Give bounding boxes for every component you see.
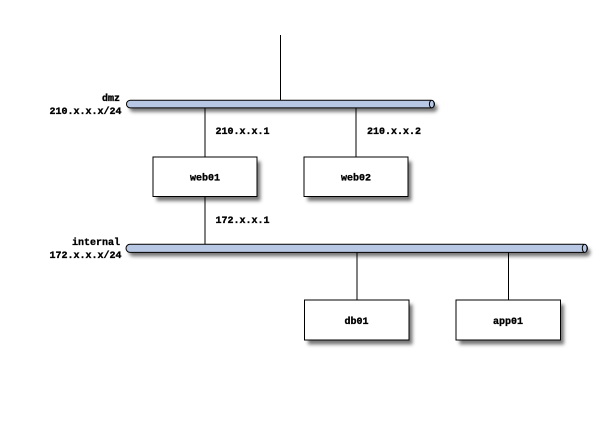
svg-text:app01: app01 bbox=[493, 317, 523, 328]
svg-text:172.x.x.1: 172.x.x.1 bbox=[216, 216, 270, 227]
svg-text:web01: web01 bbox=[190, 173, 220, 185]
svg-text:210.x.x.1: 210.x.x.1 bbox=[216, 127, 270, 138]
svg-text:dmz: dmz bbox=[102, 93, 120, 105]
svg-text:210.x.x.x/24: 210.x.x.x/24 bbox=[49, 106, 121, 118]
svg-text:internal: internal bbox=[72, 237, 120, 249]
svg-text:210.x.x.2: 210.x.x.2 bbox=[367, 127, 421, 138]
svg-text:db01: db01 bbox=[344, 316, 368, 328]
svg-text:web02: web02 bbox=[341, 173, 371, 185]
svg-text:172.x.x.x/24: 172.x.x.x/24 bbox=[49, 250, 121, 262]
